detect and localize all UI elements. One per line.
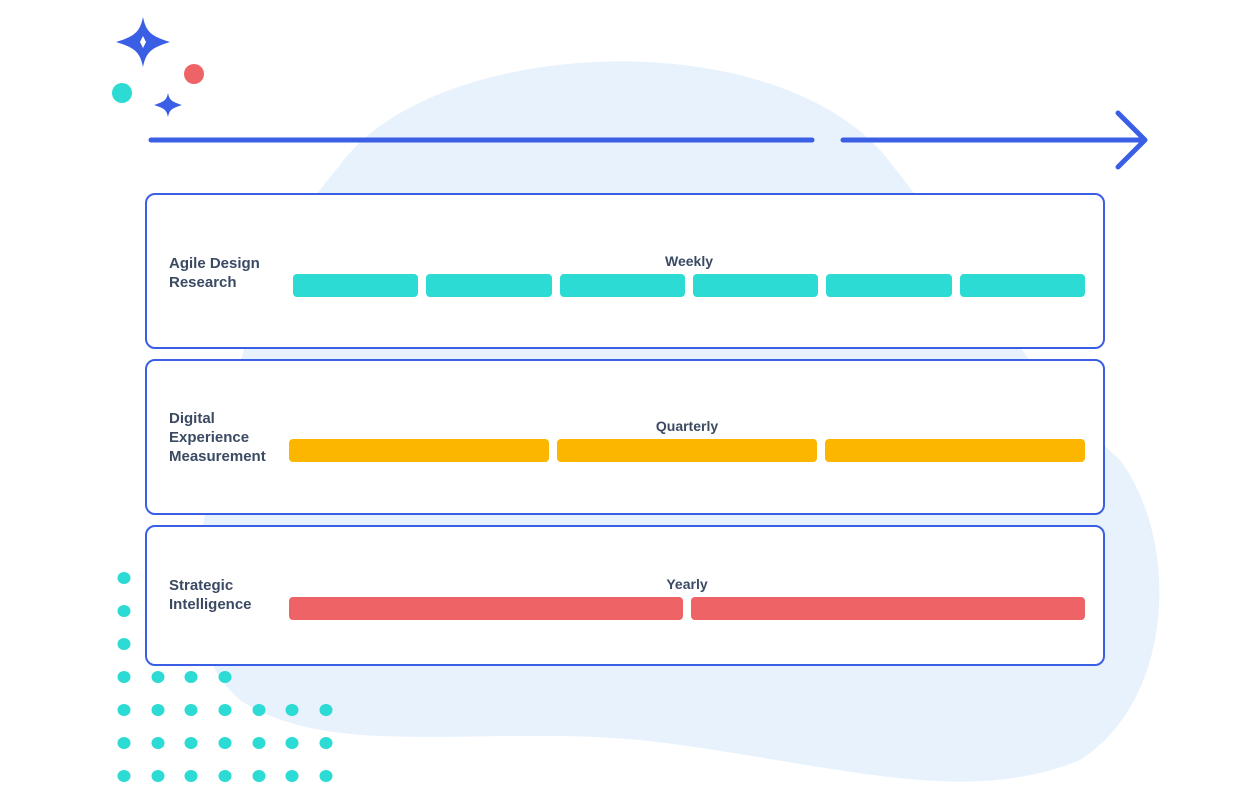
decorative-dot — [117, 572, 131, 584]
timeline-segment — [426, 274, 552, 297]
decorative-dot — [117, 770, 131, 782]
decorative-dot — [117, 605, 131, 617]
timeline-segment — [959, 274, 1085, 297]
row-card-agile: Agile Design Research Weekly — [145, 193, 1105, 349]
decorative-dot — [117, 704, 131, 716]
decorative-dot — [252, 704, 266, 716]
decorative-dot — [151, 671, 165, 683]
decorative-dot — [184, 671, 198, 683]
decorative-dot — [285, 770, 299, 782]
timeline-segment — [826, 274, 952, 297]
decorative-dot — [151, 770, 165, 782]
decorative-dot — [117, 638, 131, 650]
decorative-dot — [117, 737, 131, 749]
decorative-dot — [218, 704, 232, 716]
decorative-dot — [218, 671, 232, 683]
decorative-dot — [285, 737, 299, 749]
decorative-dot — [151, 704, 165, 716]
timeline-arrow-head-icon — [1115, 110, 1148, 170]
decorative-dot — [319, 770, 333, 782]
timeline-segment — [691, 597, 1085, 620]
decorative-dot — [218, 737, 232, 749]
segments-bar — [293, 274, 1085, 297]
decorative-dot — [117, 671, 131, 683]
decorative-dot — [252, 737, 266, 749]
dot-grid — [117, 572, 333, 782]
row-label: Agile Design Research — [169, 255, 260, 291]
timeline-segment — [559, 274, 685, 297]
decorative-dot — [184, 704, 198, 716]
sparkle-small-icon — [154, 93, 182, 117]
timeline-segment — [293, 274, 419, 297]
row-card-digital: Digital Experience Measurement Quarterly — [145, 359, 1105, 515]
timeline-segment — [289, 439, 549, 462]
timeline-segment — [289, 597, 683, 620]
sparkle-large-icon-center — [140, 36, 146, 48]
timeline-segment — [557, 439, 817, 462]
decorative-dot — [319, 704, 333, 716]
timeline-segment — [692, 274, 819, 297]
decorative-dot — [184, 737, 198, 749]
decorative-dot — [184, 770, 198, 782]
decorative-dot — [218, 770, 232, 782]
decorative-dot — [151, 737, 165, 749]
segments-bar — [289, 439, 1085, 462]
decorative-dot — [285, 704, 299, 716]
frequency-label: Weekly — [665, 253, 713, 269]
decorative-dot — [319, 737, 333, 749]
row-label: Digital Experience Measurement — [169, 410, 266, 465]
frequency-label: Yearly — [666, 576, 708, 592]
decorative-dot — [252, 770, 266, 782]
segments-bar — [289, 597, 1085, 620]
row-card-strategic: Strategic Intelligence Yearly — [145, 525, 1105, 666]
row-label: Strategic Intelligence — [169, 577, 252, 613]
timeline-segment — [825, 439, 1085, 462]
teal-dot — [112, 83, 132, 103]
coral-dot — [184, 64, 204, 84]
frequency-label: Quarterly — [655, 418, 719, 434]
